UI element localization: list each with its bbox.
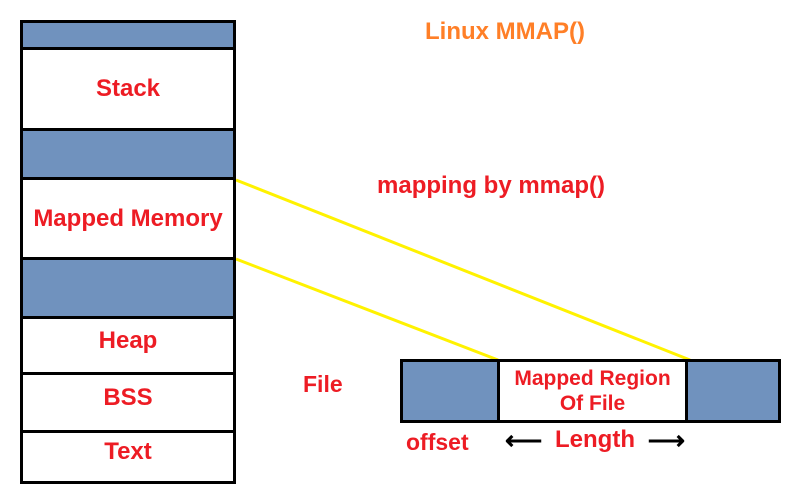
memory-segment-mapped-memory: Mapped Memory xyxy=(23,180,233,260)
mapped-region-text-line1: Mapped Region xyxy=(514,367,671,390)
length-annotation: ⟵ Length ⟶ xyxy=(505,425,685,455)
memory-segment-text: Text xyxy=(23,433,233,481)
file-segment-before-offset xyxy=(403,362,497,420)
length-label: Length xyxy=(555,426,635,453)
process-memory-column: Stack Mapped Memory Heap BSS Text xyxy=(20,20,236,484)
stack-label: Stack xyxy=(95,75,161,102)
diagram-title: Linux MMAP() xyxy=(425,18,585,45)
file-segment-after-region xyxy=(688,362,778,420)
memory-segment-stack: Stack xyxy=(23,50,233,131)
file-bar: Mapped Region Of File xyxy=(400,359,781,423)
mapped-memory-label: Mapped Memory xyxy=(33,204,223,232)
mapping-line-bottom xyxy=(235,257,499,362)
memory-segment-heap: Heap xyxy=(23,319,233,375)
mapping-line-top xyxy=(235,178,691,362)
mapped-region-of-file: Mapped Region Of File xyxy=(497,362,688,420)
text-label: Text xyxy=(104,438,152,465)
left-arrow-icon: ⟵ xyxy=(505,425,543,455)
memory-segment-spacer-top xyxy=(23,23,233,50)
memory-segment-spacer-lower xyxy=(23,260,233,319)
right-arrow-icon: ⟶ xyxy=(647,425,685,455)
memory-segment-bss: BSS xyxy=(23,375,233,433)
mapping-by-mmap-label: mapping by mmap() xyxy=(377,172,606,199)
mapped-region-text-line2: Of File xyxy=(559,392,626,415)
memory-segment-spacer-middle xyxy=(23,131,233,180)
bss-label: BSS xyxy=(103,383,153,411)
offset-label: offset xyxy=(406,429,469,455)
heap-label: Heap xyxy=(98,326,158,354)
file-label: File xyxy=(303,371,343,397)
